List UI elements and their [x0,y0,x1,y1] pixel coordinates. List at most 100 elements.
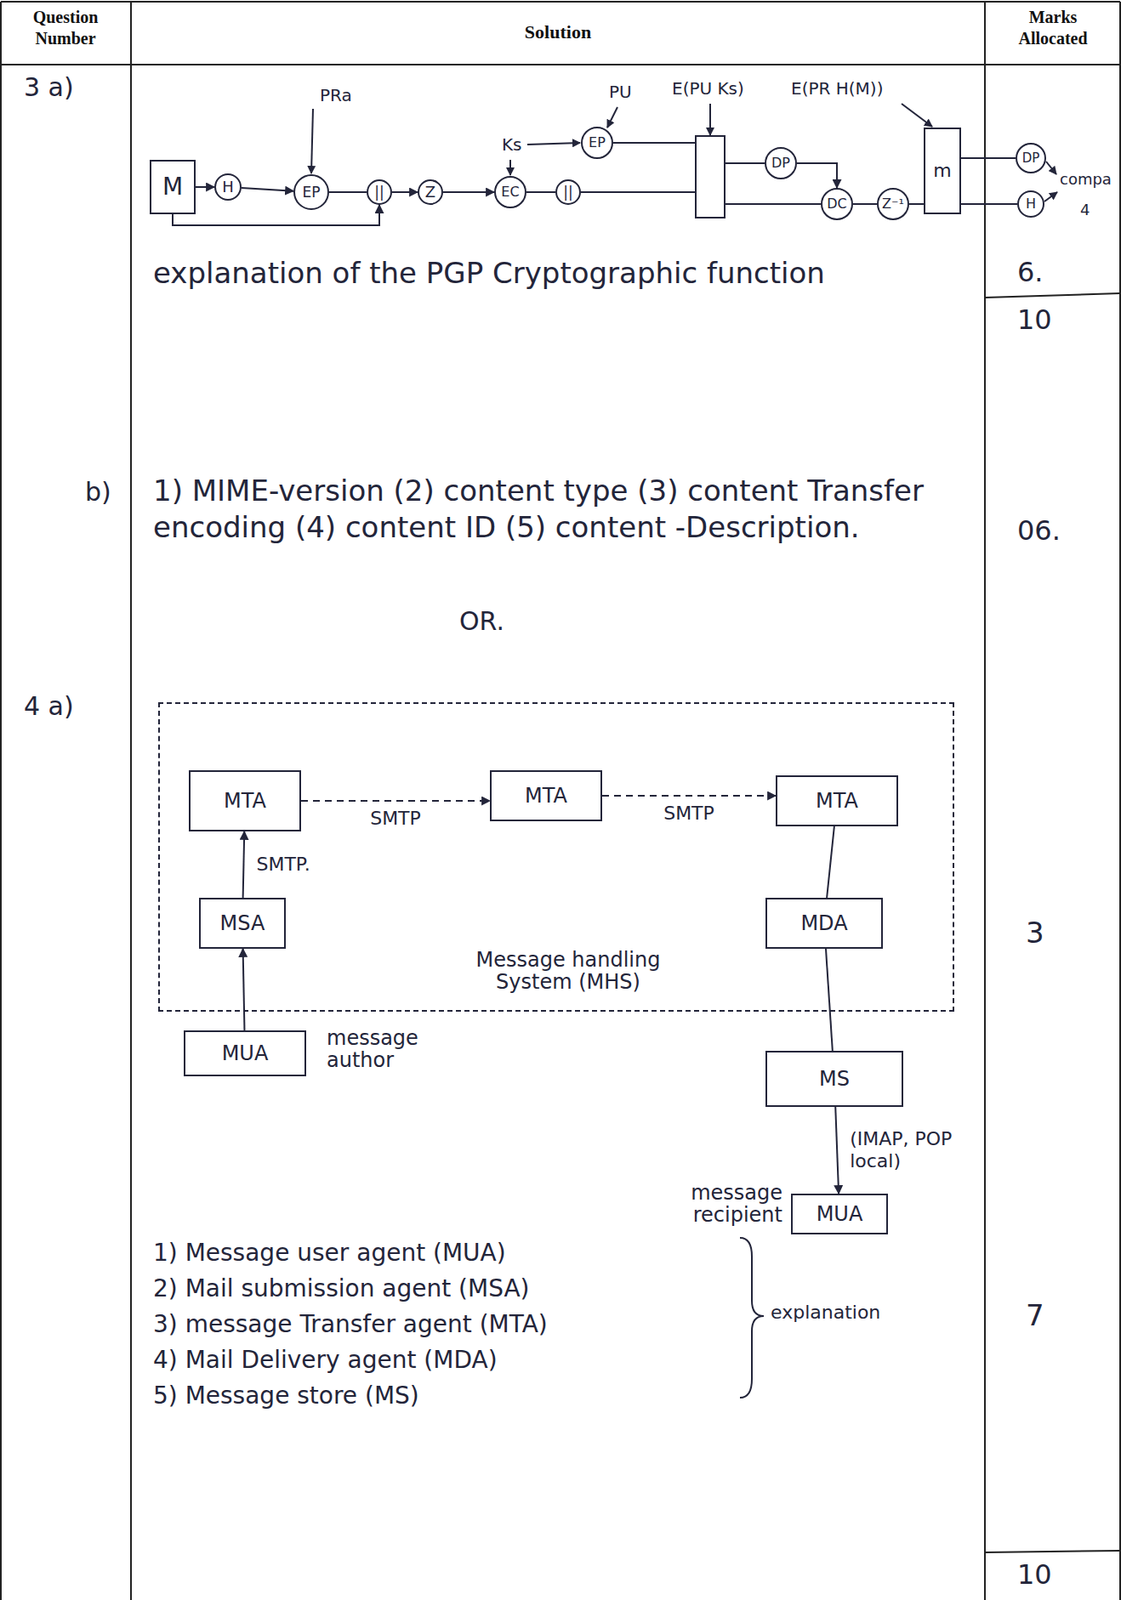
list-item: 1) Message user agent (MUA) [153,1238,732,1269]
key-label: PU [608,81,647,103]
node-label: MTA [524,785,568,808]
flow-line [613,142,696,144]
compare-arrow [1046,161,1057,175]
connector [195,186,215,188]
connector [961,203,1018,205]
function-circle: EP [580,126,614,160]
marks-total: 10 [1017,1558,1094,1593]
circle-outline [1016,143,1046,173]
process-box: MTA [188,770,302,832]
circle-outline [418,180,443,205]
node-label: m [933,160,951,182]
key-arrow [509,159,512,176]
answer-text: explanation of the PGP Cryptographic fun… [153,255,834,292]
process-box: m [923,127,962,215]
key-label: E(PU Ks) [671,78,774,100]
circle-outline [367,180,392,205]
marks-total-rule [984,293,1121,298]
table-border [1119,1,1121,1600]
list-item: 5) Message store (MS) [153,1381,732,1412]
function-circle: DP [764,147,797,180]
compare-arrow [1044,192,1058,202]
connector [796,163,837,188]
mark-note: 4 [1080,200,1106,221]
connector [243,831,245,899]
list-item: 3) message Transfer agent (MTA) [153,1309,732,1340]
connector [835,1107,839,1195]
function-circle: EP [293,174,330,211]
marks: 3 [1025,915,1077,952]
node-label: MTA [815,790,859,813]
function-circle: || [555,179,581,205]
connector [241,187,294,192]
node-label: EC [500,184,519,200]
node-label: Z⁻¹ [882,196,905,212]
key-label: Ks [501,134,536,156]
marks-total: 10 [1017,302,1094,337]
circle-outline [581,127,613,159]
list-item: 4) Mail Delivery agent (MDA) [153,1345,732,1376]
compare-note: compa [1059,170,1118,190]
node-label: DC [826,196,848,212]
node-label: MUA [816,1203,864,1226]
connector [526,191,556,194]
key-label: E(PR H(M)) [790,78,919,100]
question-number: b) [85,476,137,509]
key-arrow [901,103,933,127]
node-label: M [162,174,183,201]
key-arrow [709,103,712,136]
process-box: MS [765,1051,904,1108]
process-box: MTA [489,770,603,822]
key-arrow [607,107,618,128]
function-circle: Z [417,179,444,205]
connector [301,800,490,803]
question-number: 3 a) [23,71,126,104]
marks: 7 [1025,1297,1077,1335]
flow-line [724,162,765,165]
connector [443,191,495,194]
column-header: Marks Allocated [995,6,1111,50]
circle-outline [1018,191,1044,217]
function-circle: H [1017,190,1045,218]
flow-line [580,191,696,194]
connector [243,949,245,1031]
connector [961,157,1016,160]
protocol-label: SMTP. [253,853,336,877]
node-label: DP [771,155,791,171]
node-label: Message handling System (MHS) [440,949,696,995]
node-label: EP [302,184,321,201]
column-rule [130,1,132,1600]
function-circle: Z⁻¹ [876,187,910,221]
connector [392,191,418,194]
circle-outline [215,174,241,200]
circle-outline [877,188,909,220]
connector [909,203,924,205]
process-box: MSA [199,898,286,950]
node-label: MSA [220,912,266,935]
circle-outline [294,175,329,210]
concat-block [695,136,725,218]
column-rule [984,1,986,1600]
table-border [0,0,1121,3]
question-number: 4 a) [23,690,126,723]
node-label: EP [588,135,606,151]
process-box: MDA [765,898,883,950]
connector [826,826,835,899]
node-label: MTA [223,790,267,813]
circle-outline [556,180,581,205]
connector [825,949,833,1052]
brace [739,1238,764,1399]
connector [172,204,380,226]
node-label: MDA [800,912,848,935]
connector [853,203,877,205]
node-label: DP [1022,151,1041,166]
connector [602,795,776,797]
node-label: H [221,178,234,196]
marks-total-rule [984,1551,1121,1554]
node-label: MUA [221,1042,269,1065]
key-arrow [527,142,581,145]
marks: 06. [1017,513,1094,548]
function-circle: || [366,179,393,205]
process-box: MUAmessage author [183,1030,307,1077]
